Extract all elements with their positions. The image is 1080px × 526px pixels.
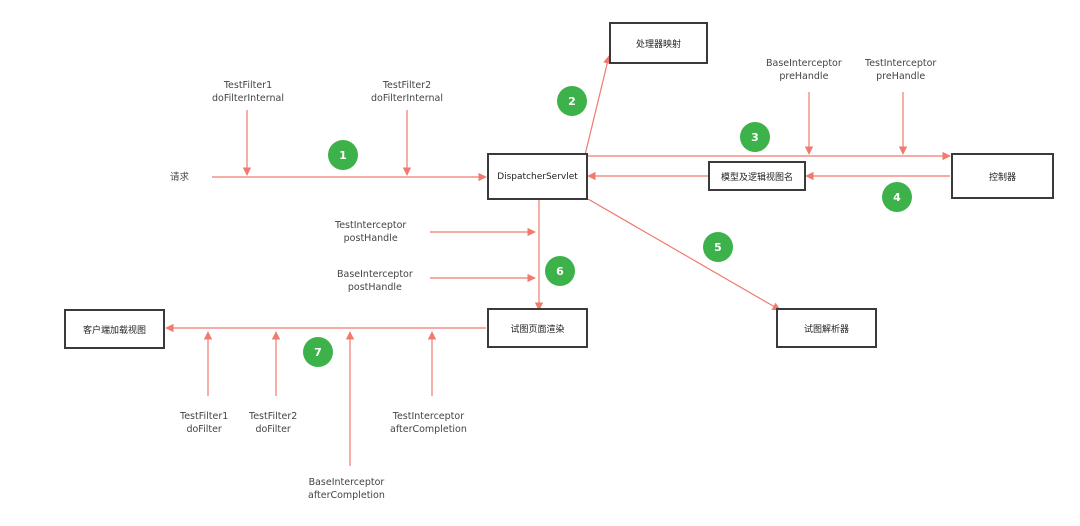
model-view-node: 模型及逻辑视图名: [708, 161, 806, 191]
request-label: 请求: [170, 172, 190, 183]
arrow-handler-mapping: [584, 55, 612, 156]
step-7-badge: 7: [303, 337, 333, 367]
client-view-node: 客户端加载视图: [64, 309, 165, 349]
step-6-badge: 6: [545, 256, 575, 286]
handler-mapping-node: 处理器映射: [609, 22, 708, 64]
render-node: 试图页面渲染: [487, 308, 588, 348]
step-5-badge: 5: [703, 232, 733, 262]
step-3-badge: 3: [740, 122, 770, 152]
step-1-badge: 1: [328, 140, 358, 170]
step-2-badge: 2: [557, 86, 587, 116]
view-resolver-node: 试图解析器: [776, 308, 877, 348]
dispatcher-servlet-node: DispatcherServlet: [487, 153, 588, 200]
controller-node: 控制器: [951, 153, 1054, 199]
arrow-to-view-resolver: [587, 198, 781, 311]
step-4-badge: 4: [882, 182, 912, 212]
